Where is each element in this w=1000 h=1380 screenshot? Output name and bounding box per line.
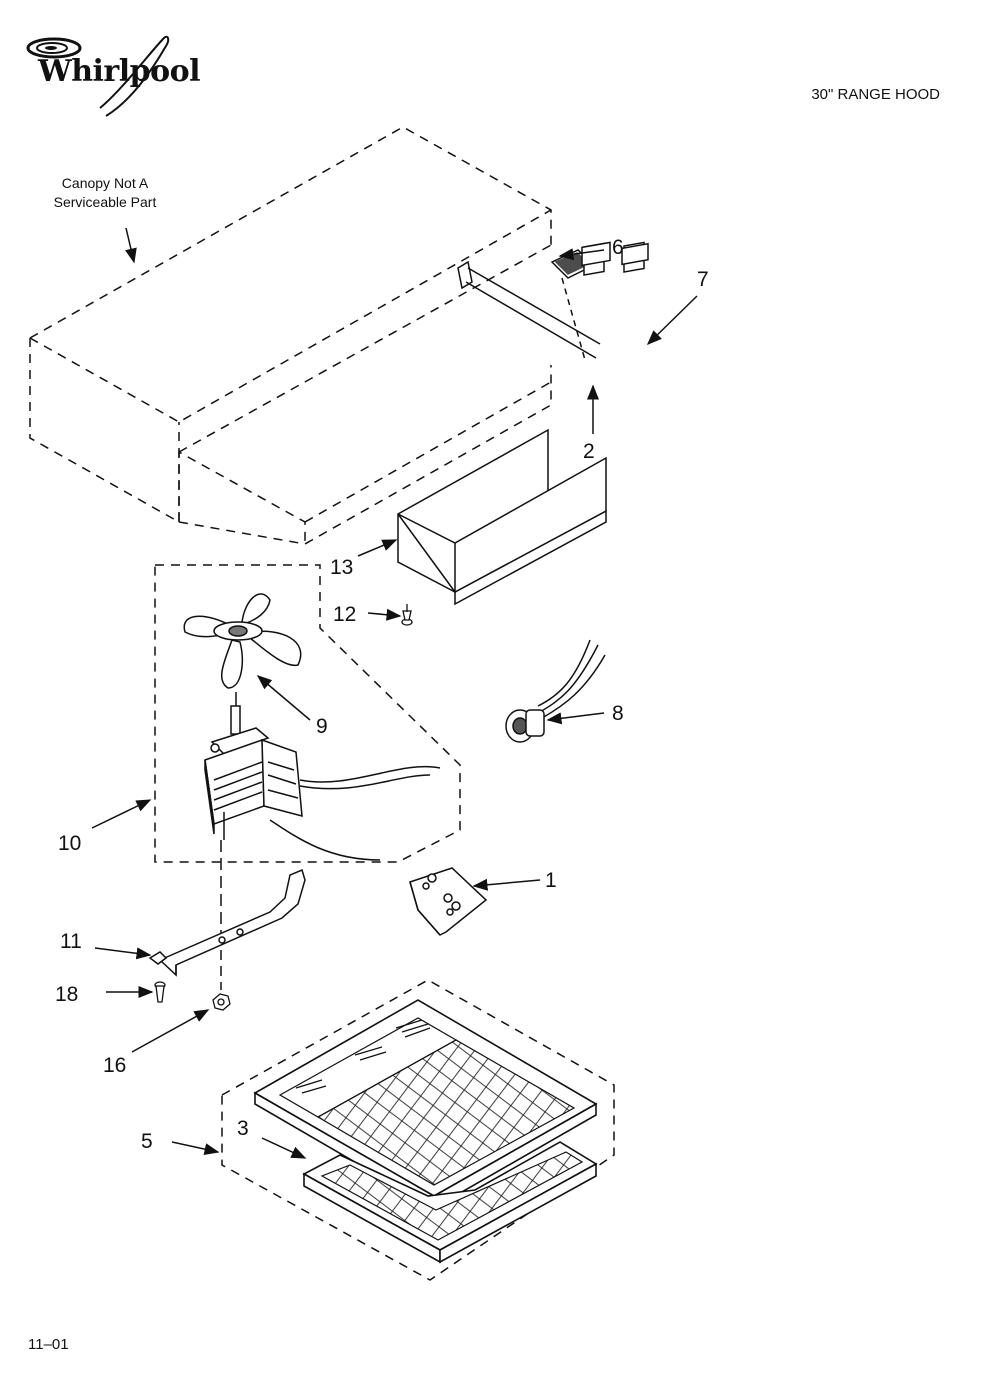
leader-1	[472, 878, 541, 891]
page-code: 11–01	[28, 1336, 69, 1353]
leader-12	[367, 608, 402, 621]
screw-12	[401, 604, 413, 626]
callout-13: 13	[330, 556, 354, 579]
grease-filter-lower	[302, 1141, 598, 1264]
canopy-note: Canopy Not A Serviceable Part	[30, 174, 180, 212]
leader-8	[546, 712, 605, 725]
nut-16	[212, 993, 231, 1011]
switch-harness	[457, 241, 649, 361]
callout-10: 10	[58, 832, 82, 855]
motor-assembly-outline	[154, 564, 461, 863]
callout-3: 3	[237, 1117, 249, 1140]
callout-9: 9	[316, 715, 328, 738]
terminal-block	[409, 867, 488, 936]
leader-10	[91, 799, 152, 829]
callout-11: 11	[60, 930, 82, 953]
callout-12: 12	[333, 603, 357, 626]
leader-13	[357, 539, 398, 557]
leader-16	[131, 1009, 210, 1053]
fan-blade	[183, 593, 302, 712]
leader-9	[256, 675, 311, 721]
callout-18: 18	[55, 983, 79, 1006]
leader-5	[171, 1141, 220, 1155]
canopy-note-line-1: Canopy Not A	[61, 175, 149, 191]
fan-motor	[204, 705, 441, 861]
leader-3	[261, 1137, 307, 1159]
callout-6: 6	[612, 236, 624, 259]
screw-18	[154, 981, 166, 1003]
callout-leaders	[91, 248, 698, 1159]
callout-8: 8	[612, 702, 624, 725]
leader-11	[94, 947, 152, 960]
filter-assembly-outline	[221, 979, 615, 1281]
leader-7	[646, 295, 698, 346]
canopy-note-line-2: Serviceable Part	[53, 194, 157, 210]
callout-16: 16	[103, 1054, 127, 1077]
light-shield	[397, 428, 607, 606]
canopy-note-arrow	[125, 227, 137, 264]
callout-7: 7	[697, 268, 709, 291]
callout-2: 2	[583, 440, 595, 463]
lamp-socket	[505, 639, 606, 743]
leader-6	[558, 248, 605, 261]
page-title: 30" RANGE HOOD	[811, 86, 940, 103]
brand-wordmark: Whirlpool	[38, 54, 201, 89]
motor-bracket	[148, 840, 306, 990]
whirlpool-logo: Whirlpool	[22, 30, 201, 125]
callout-1: 1	[545, 869, 557, 892]
swirl-logo-icon	[26, 35, 170, 117]
callout-5: 5	[141, 1130, 153, 1153]
